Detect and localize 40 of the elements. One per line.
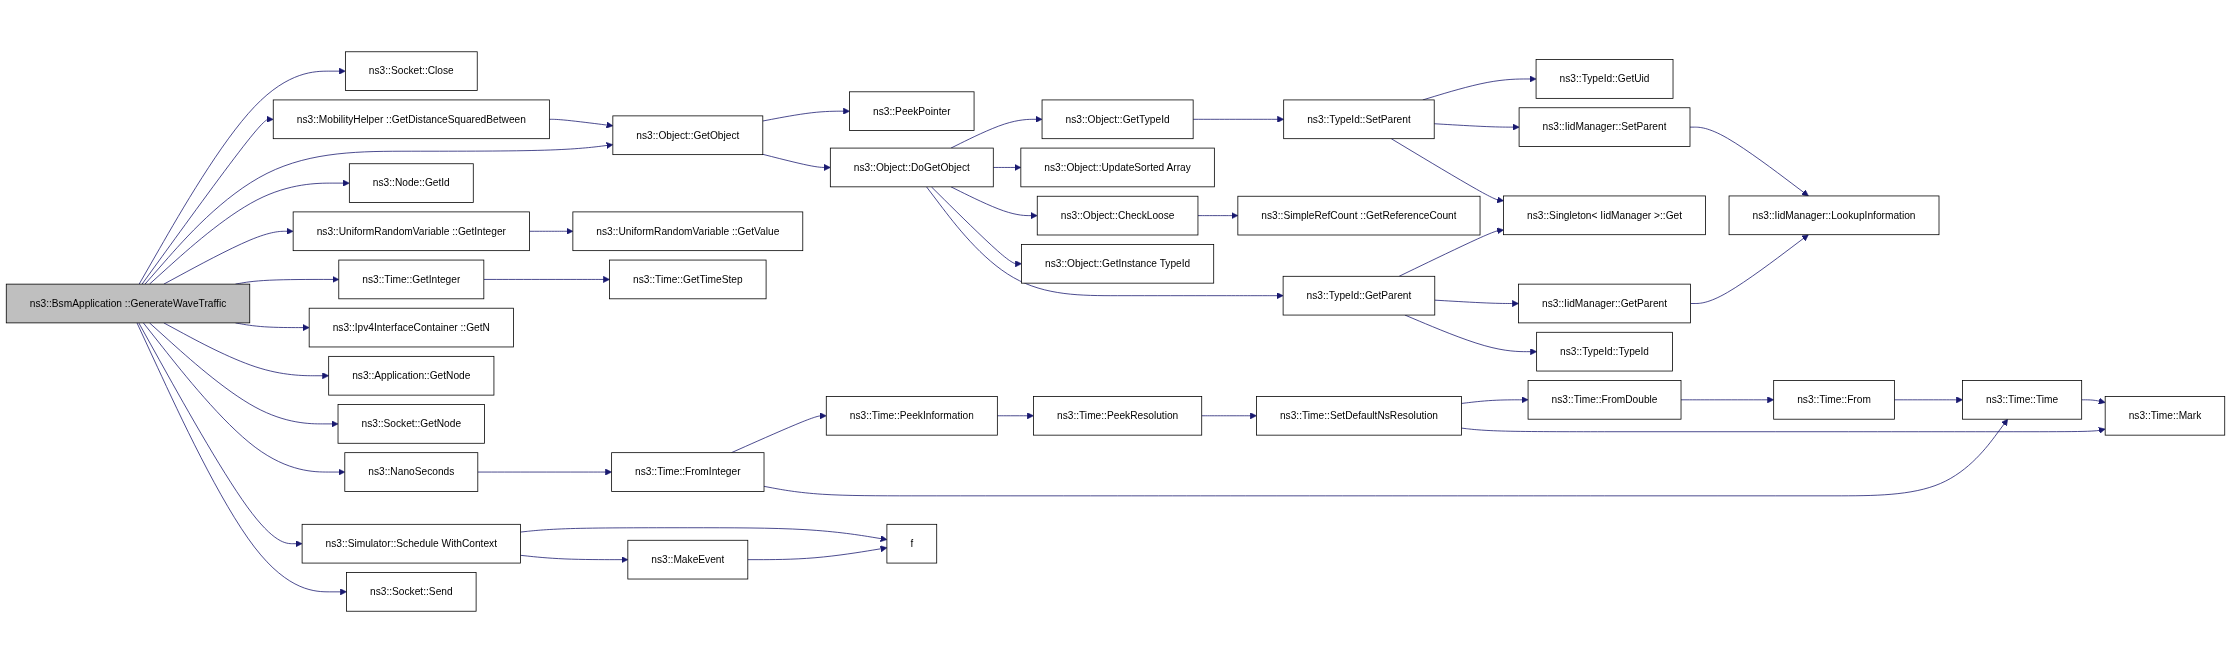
node-box: ns3::UniformRandomVariable ::GetValue <box>572 211 804 252</box>
node-box: ns3::TypeId::TypeId <box>1536 331 1673 372</box>
node-box: ns3::Time::PeekResolution <box>1033 396 1203 436</box>
node-box: ns3::Object::GetObject <box>612 115 764 156</box>
node-box: ns3::Socket::Send <box>346 572 477 612</box>
node-box: ns3::IidManager::SetParent <box>1518 107 1691 147</box>
node-box: f <box>886 523 938 564</box>
node-box: ns3::Time::Mark <box>2104 396 2226 436</box>
node-box: ns3::MakeEvent <box>627 539 749 580</box>
node-box: ns3::MobilityHelper ::GetDistanceSquaredBetween <box>272 99 550 140</box>
node-box: ns3::Socket::Close <box>345 51 478 91</box>
node-box: ns3::IidManager::LookupInformation <box>1728 195 1940 236</box>
node-box: ns3::Object::DoGetObject <box>829 147 994 188</box>
node-box: ns3::Ipv4InterfaceContainer ::GetN <box>308 307 514 348</box>
node-box: ns3::Simulator::Schedule WithContext <box>301 523 521 564</box>
node-box: ns3::Singleton< IidManager >::Get <box>1503 195 1706 236</box>
node-box: ns3::Time::FromInteger <box>611 452 765 492</box>
node-box: ns3::TypeId::GetUid <box>1535 59 1674 99</box>
node-box: ns3::TypeId::GetParent <box>1282 275 1436 316</box>
node-box: ns3::Object::CheckLoose <box>1036 195 1199 236</box>
node-box: ns3::IidManager::GetParent <box>1518 283 1691 324</box>
node-box: ns3::Object::GetTypeId <box>1041 99 1194 140</box>
node-box: ns3::Time::GetInteger <box>338 259 485 300</box>
node-box: ns3::Time::FromDouble <box>1527 380 1682 420</box>
node-box: ns3::TypeId::SetParent <box>1283 99 1435 140</box>
node-box: ns3::Time::Time <box>1962 380 2083 420</box>
node-box: ns3::Node::GetId <box>348 163 474 203</box>
node-box: ns3::UniformRandomVariable ::GetInteger <box>292 211 530 252</box>
node-box: ns3::Time::PeekInformation <box>825 396 998 436</box>
node-box: ns3::SimpleRefCount ::GetReferenceCount <box>1237 195 1481 236</box>
node-box: ns3::Application::GetNode <box>328 355 495 396</box>
node-box: ns3::Time::From <box>1773 380 1895 420</box>
node-box: ns3::Socket::GetNode <box>337 404 485 444</box>
node-box: ns3::Object::GetInstance TypeId <box>1021 244 1215 284</box>
node-box: ns3::NanoSeconds <box>344 452 479 492</box>
node-box: ns3::BsmApplication ::GenerateWaveTraffic <box>5 283 251 324</box>
node-box: ns3::Time::SetDefaultNsResolution <box>1256 396 1462 436</box>
node-box: ns3::Object::UpdateSorted Array <box>1020 147 1215 188</box>
node-box: ns3::PeekPointer <box>849 91 975 131</box>
node-box: ns3::Time::GetTimeStep <box>609 259 767 300</box>
